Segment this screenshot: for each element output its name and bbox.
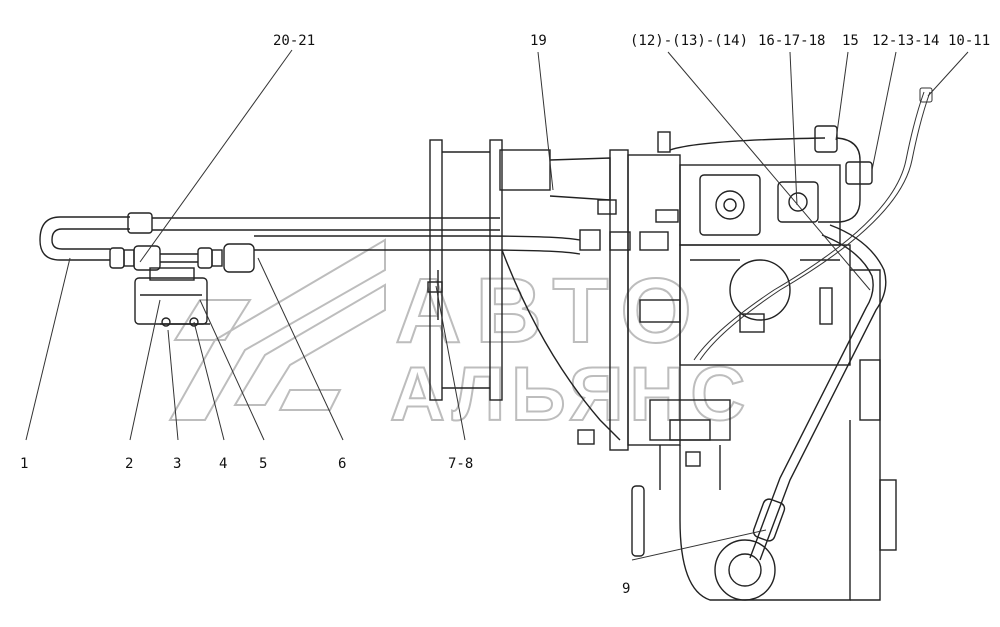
- callouts-top: 20-21 19 (12)-(13)-(14) 16-17-18 15 12-1…: [273, 33, 990, 49]
- callout-19: 19: [530, 33, 547, 49]
- callout-4: 4: [219, 456, 227, 472]
- callout-15: 15: [842, 33, 859, 49]
- callout-7-8: 7-8: [448, 456, 473, 472]
- callouts-bottom: 1 2 3 4 5 6 7-8 9: [20, 456, 630, 597]
- callout-20-21: 20-21: [273, 33, 315, 49]
- leader-lines: [25, 49, 969, 561]
- watermark-line1: АВТО: [395, 260, 706, 362]
- callout-16-17-18: 16-17-18: [758, 33, 825, 49]
- watermark-logo-chevrons: [168, 238, 386, 421]
- callout-12-13-14-paren: (12)-(13)-(14): [630, 33, 748, 49]
- drain-hose: [749, 224, 887, 561]
- callout-3: 3: [173, 456, 181, 472]
- watermark: АВТО АЛЬЯНС: [168, 238, 746, 438]
- callout-2: 2: [125, 456, 133, 472]
- callout-10-11: 10-11: [948, 33, 990, 49]
- callout-6: 6: [338, 456, 346, 472]
- callout-9: 9: [622, 581, 630, 597]
- transmission-body: [579, 125, 897, 601]
- callout-1: 1: [20, 456, 28, 472]
- sensor-wire: [693, 87, 933, 361]
- callout-5: 5: [259, 456, 267, 472]
- callout-12-13-14: 12-13-14: [872, 33, 939, 49]
